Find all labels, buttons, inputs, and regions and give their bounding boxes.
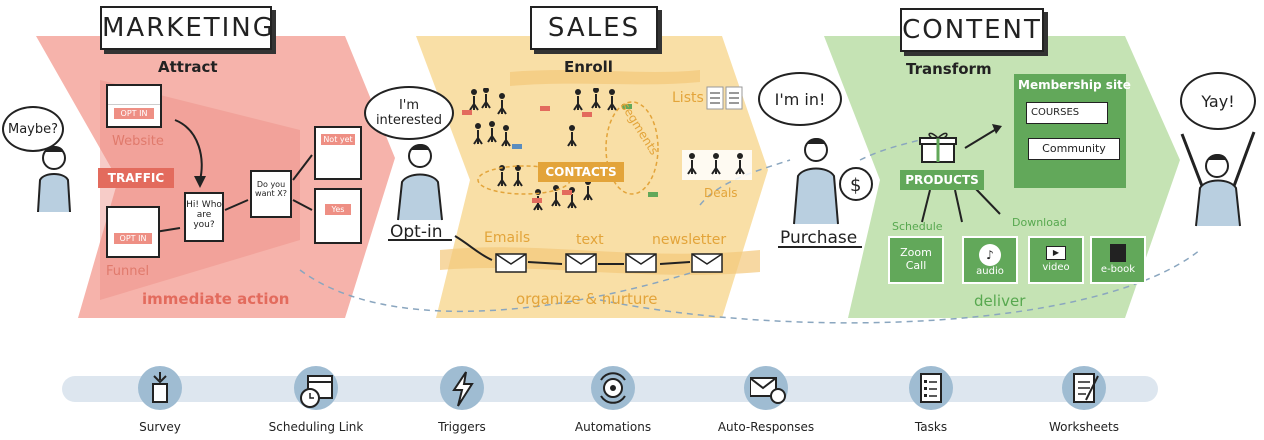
audio-product: ♪ audio: [962, 236, 1018, 284]
marketing-title: MARKETING: [100, 6, 273, 50]
tool-tasks: Tasks: [896, 366, 966, 434]
products-tag: PRODUCTS: [900, 170, 984, 190]
tool-triggers: Triggers: [422, 366, 502, 434]
gift-icon: [919, 132, 957, 163]
content-title: CONTENT: [900, 8, 1044, 52]
gear-cycle-icon: [591, 366, 635, 410]
envelope-gear-icon: [744, 366, 788, 410]
download-label: Download: [1012, 216, 1067, 229]
emails-label: Emails: [484, 230, 531, 246]
purchase-label: Purchase: [780, 228, 858, 248]
content-footer: deliver: [974, 292, 1026, 310]
sales-title: SALES: [530, 6, 658, 50]
play-icon: ▶: [1046, 246, 1066, 260]
video-product: ▶ video: [1028, 236, 1084, 284]
audio-label: audio: [976, 266, 1004, 277]
video-label: video: [1042, 262, 1070, 273]
membership-box: [1014, 74, 1126, 188]
marketing-subtitle: Attract: [158, 58, 218, 76]
ebook-label: e-book: [1100, 264, 1136, 275]
checklist-icon: [909, 366, 953, 410]
tool-triggers-label: Triggers: [438, 420, 486, 434]
contacts-tag: CONTACTS: [538, 162, 624, 182]
email-sequence: [495, 253, 723, 273]
person-celebrating-icon: [1180, 131, 1256, 227]
opt-in-badge-2: OPT IN: [114, 233, 152, 244]
newsletter-label: newsletter: [652, 232, 727, 248]
calendar-clock-icon: [294, 366, 338, 410]
interested-bubble: I'm interested: [364, 86, 454, 140]
sales-footer: organize & nurture: [516, 290, 658, 308]
tool-survey: Survey: [120, 366, 200, 434]
schedule-label: Schedule: [892, 220, 943, 233]
tool-scheduling-link: Scheduling Link: [266, 366, 366, 434]
tool-automations: Automations: [570, 366, 656, 434]
svg-text:$: $: [850, 175, 861, 196]
membership-label: Membership site: [1018, 78, 1131, 92]
tool-worksheets: Worksheets: [1044, 366, 1124, 434]
not-yet-card: Not yet: [314, 126, 362, 180]
website-label: Website: [112, 134, 164, 149]
im-in-bubble: I'm in!: [758, 72, 842, 126]
zoom-call-product: Zoom Call: [888, 236, 944, 284]
yes-label: Yes: [325, 204, 351, 215]
yay-bubble: Yay!: [1180, 72, 1256, 130]
music-note-icon: ♪: [979, 244, 1001, 266]
courses-box: COURSES: [1026, 102, 1108, 124]
tool-auto-responses: Auto-Responses: [716, 366, 816, 434]
lightning-icon: [440, 366, 484, 410]
ebook-product: e-book: [1090, 236, 1146, 284]
yes-card: Yes: [314, 188, 362, 244]
question-card: Do you want X?: [250, 170, 292, 218]
maybe-bubble: Maybe?: [2, 106, 64, 152]
opt-in-label: Opt-in: [390, 222, 443, 242]
book-icon: [1110, 244, 1126, 262]
funnel-label: Funnel: [106, 264, 150, 279]
survey-icon: [138, 366, 182, 410]
contacts-crowd-icon: [462, 88, 659, 211]
traffic-tag: TRAFFIC: [98, 168, 174, 188]
zoom-call-label: Zoom Call: [900, 246, 932, 272]
person-maybe-icon: [37, 146, 71, 212]
tool-survey-label: Survey: [139, 420, 181, 434]
worksheet-icon: [1062, 366, 1106, 410]
tool-auto-responses-label: Auto-Responses: [717, 420, 815, 434]
opt-in-badge: OPT IN: [114, 108, 154, 119]
marketing-footer: immediate action: [142, 290, 290, 308]
lists-icon: [706, 86, 743, 110]
person-interested-icon: [397, 144, 443, 221]
hi-card: Hi! Who are you?: [184, 192, 224, 242]
not-yet-label: Not yet: [321, 134, 355, 145]
lists-label: Lists: [672, 90, 704, 106]
tool-scheduling-label: Scheduling Link: [268, 420, 364, 434]
deals-icon: [682, 150, 752, 180]
sales-subtitle: Enroll: [564, 58, 613, 76]
person-purchase-icon: $: [793, 138, 873, 225]
community-box: Community: [1028, 138, 1120, 160]
deals-label: Deals: [704, 186, 738, 200]
content-subtitle: Transform: [906, 60, 992, 78]
funnel-card: OPT IN: [106, 206, 160, 258]
tool-automations-label: Automations: [574, 420, 652, 434]
tool-tasks-label: Tasks: [914, 420, 948, 434]
text-label: text: [576, 232, 604, 248]
tool-worksheets-label: Worksheets: [1049, 420, 1119, 434]
website-card: OPT IN: [106, 84, 162, 128]
